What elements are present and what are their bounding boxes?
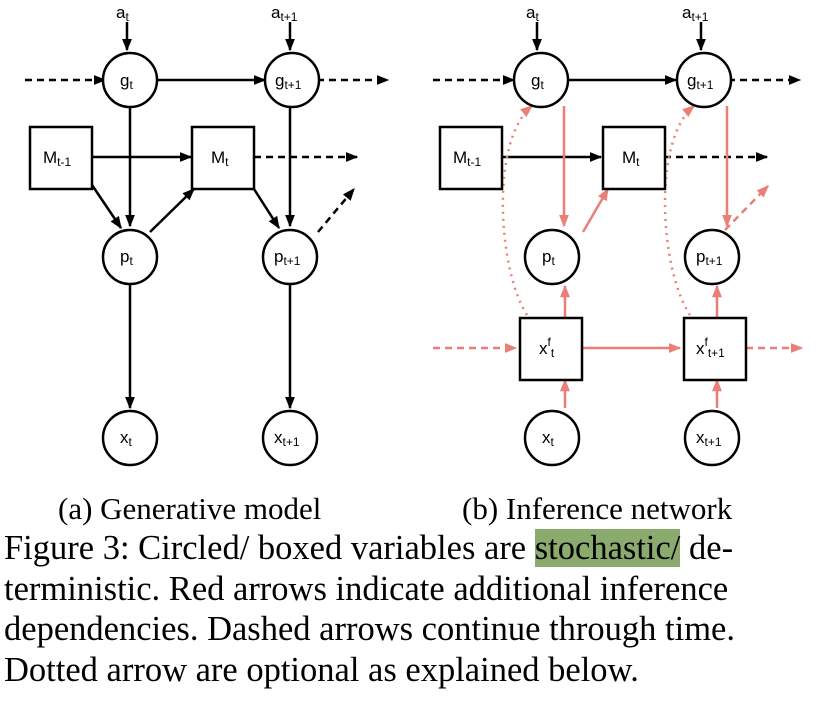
label-b-xf-t1: xft+1 <box>696 335 725 360</box>
label-b-x-t1: xt+1 <box>696 428 722 449</box>
label-a-x-t1: xt+1 <box>274 428 300 449</box>
panel-b-inference-network: at at+1 gt gt+1 Mt-1 Mt pt pt+1 xft xft+… <box>433 3 804 467</box>
label-a-p-t: pt <box>120 247 133 268</box>
node-b-p-t1 <box>683 228 741 286</box>
caption-line-1-pre: Figure 3: Circled/ boxed variables are <box>4 529 535 567</box>
label-b-x-t: xt <box>542 428 555 449</box>
label-b-g-t1: gt+1 <box>687 71 714 92</box>
label-a-a-t1: at+1 <box>271 3 298 24</box>
figure-caption: Figure 3: Circled/ boxed variables are s… <box>4 528 834 690</box>
label-b-m-t: Mt <box>622 148 640 169</box>
edge-a-pt1-out <box>317 188 355 233</box>
node-a-m-tm1 <box>28 125 94 191</box>
label-a-g-t: gt <box>120 71 133 92</box>
caption-line-2: terministic. Red arrows indicate additio… <box>4 569 729 608</box>
label-b-m-tm1: Mt-1 <box>453 148 482 169</box>
node-b-x-t1 <box>683 409 741 467</box>
label-a-p-t1: pt+1 <box>274 247 301 268</box>
subcaption-b: (b) Inference network <box>462 491 733 526</box>
label-b-xf-t: xft <box>539 335 555 360</box>
label-a-x-t: xt <box>120 428 133 449</box>
label-a-m-t: Mt <box>211 148 229 169</box>
label-a-g-t1: gt+1 <box>275 71 302 92</box>
caption-highlight: stochastic/ <box>534 529 681 567</box>
label-a-m-tm1: Mt-1 <box>43 148 72 169</box>
edge-a-mt-pt1 <box>252 188 281 230</box>
caption-line-3: dependencies. Dashed arrows continue thr… <box>4 610 735 648</box>
edge-b-xft1-gt1-dotted <box>663 105 695 316</box>
edge-b-xft-gt-dotted <box>501 105 533 316</box>
panel-a-edges <box>25 22 390 410</box>
edge-a-mtm1-pt <box>90 184 123 230</box>
node-a-m-t <box>190 125 256 191</box>
label-b-a-t: at <box>526 3 539 24</box>
label-a-a-t: at <box>116 3 129 24</box>
panel-b-black-edges <box>433 22 802 162</box>
node-a-x-t <box>101 409 159 467</box>
label-b-a-t1: at+1 <box>682 3 709 24</box>
node-b-p-t <box>523 228 581 286</box>
edge-a-pt-mt <box>149 188 195 233</box>
caption-line-4: Dotted arrow are optional as explained b… <box>4 650 639 689</box>
node-b-g-t <box>512 51 570 109</box>
panel-a-generative-model: at at+1 gt gt+1 Mt-1 Mt pt pt+1 xt xt+1 <box>25 3 390 467</box>
node-b-xf-t <box>518 316 584 382</box>
node-b-m-tm1 <box>438 125 504 191</box>
node-a-x-t1 <box>261 409 319 467</box>
node-b-g-t1 <box>675 51 733 109</box>
node-a-p-t <box>101 228 159 286</box>
panel-b-red-edges <box>433 105 804 408</box>
label-b-g-t: gt <box>531 71 544 92</box>
node-b-xf-t1 <box>682 316 748 382</box>
caption-line-1-post: de- <box>680 529 734 567</box>
edge-b-pt1-out <box>724 185 769 231</box>
edge-b-pt-mt <box>581 187 610 233</box>
node-a-g-t <box>101 51 159 109</box>
label-b-p-t1: pt+1 <box>696 247 723 268</box>
caption-line-1: Figure 3: Circled/ boxed variables are s… <box>4 528 834 569</box>
figure-3-diagram: at at+1 gt gt+1 Mt-1 Mt pt pt+1 xt xt+1 <box>25 3 804 467</box>
node-a-p-t1 <box>261 228 319 286</box>
node-a-g-t1 <box>263 51 321 109</box>
subcaption-a: (a) Generative model <box>58 491 322 526</box>
label-b-p-t: pt <box>542 247 555 268</box>
node-b-x-t <box>523 409 581 467</box>
node-b-m-t <box>601 125 667 191</box>
